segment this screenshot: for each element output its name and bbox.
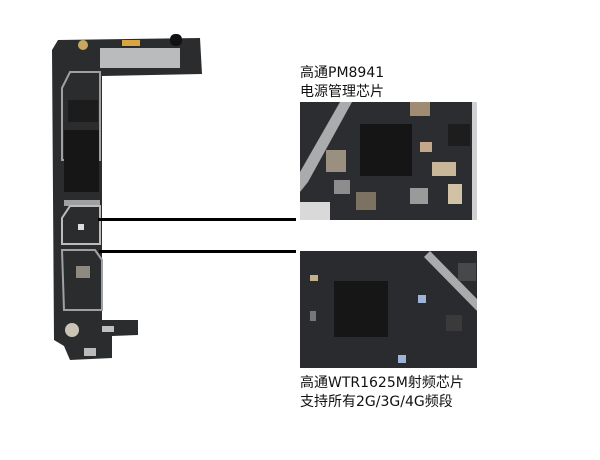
connector-line-wtr1625m [99, 250, 296, 253]
callout-subtitle: 支持所有2G/3G/4G频段 [300, 394, 453, 410]
callout-title: 高通WTR1625M射频芯片 [300, 375, 464, 391]
callout-title: 高通PM8941 [300, 65, 385, 81]
wtr1625m-closeup-image [300, 251, 477, 368]
connector-line-pm8941 [98, 218, 296, 221]
circuit-board-image [52, 34, 202, 360]
callout-pm8941-label: 高通PM8941 电源管理芯片 [300, 64, 384, 102]
pm8941-closeup-image [300, 102, 477, 220]
callout-subtitle: 电源管理芯片 [300, 84, 384, 100]
callout-wtr1625m-label: 高通WTR1625M射频芯片 支持所有2G/3G/4G频段 [300, 374, 464, 412]
